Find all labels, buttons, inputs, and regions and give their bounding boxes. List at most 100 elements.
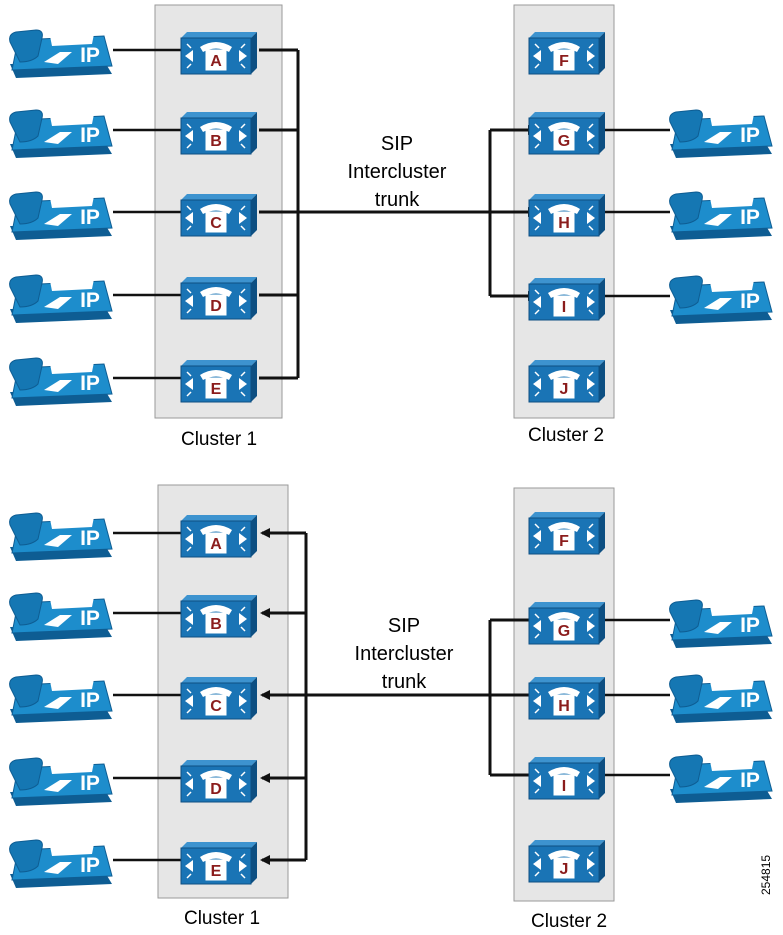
- phone-ip-label: IP: [80, 607, 100, 630]
- call-server-icon: F: [528, 32, 605, 75]
- cluster1-phones: IP IP IP IP IP: [9, 29, 113, 406]
- server-letter-label: F: [559, 533, 569, 550]
- ip-phone-icon: IP: [9, 357, 113, 406]
- ip-phone-icon: IP: [669, 754, 773, 803]
- server-letter-label: F: [559, 53, 569, 70]
- cluster2-phones: IP IP IP: [669, 599, 773, 803]
- diagram-top: SIP Intercluster trunk Cluster 1 Cluster…: [9, 4, 773, 450]
- server-letter-label: G: [558, 623, 570, 640]
- call-server-icon: B: [180, 595, 257, 638]
- call-server-icon: B: [180, 112, 257, 155]
- trunk-label-line2: Intercluster: [348, 161, 447, 183]
- server-letter-label: B: [210, 616, 222, 633]
- phone-ip-label: IP: [740, 206, 760, 229]
- server-letter-label: E: [211, 863, 222, 880]
- phone-ip-label: IP: [80, 124, 100, 147]
- call-server-icon: J: [528, 840, 605, 883]
- phone-ip-label: IP: [740, 769, 760, 792]
- phone-ip-label: IP: [80, 289, 100, 312]
- call-server-icon: H: [528, 194, 605, 237]
- ip-phone-icon: IP: [669, 674, 773, 723]
- call-server-icon: E: [180, 842, 257, 885]
- ip-phone-icon: IP: [9, 274, 113, 323]
- server-letter-label: D: [210, 298, 222, 315]
- call-server-icon: F: [528, 512, 605, 555]
- call-server-icon: J: [528, 360, 605, 403]
- cluster2-servers: F G H I J: [528, 32, 605, 403]
- ip-phone-icon: IP: [9, 592, 113, 641]
- server-letter-label: I: [562, 778, 566, 795]
- call-server-icon: A: [180, 32, 257, 75]
- cluster2-label: Cluster 2: [531, 911, 607, 932]
- phone-ip-label: IP: [80, 689, 100, 712]
- phone-links-right: [598, 618, 670, 777]
- server-letter-label: A: [210, 536, 222, 553]
- ip-phone-icon: IP: [9, 29, 113, 78]
- phone-ip-label: IP: [80, 372, 100, 395]
- diagram-bottom: SIP Intercluster trunk Cluster 1 Cluster…: [9, 484, 773, 932]
- call-server-icon: H: [528, 677, 605, 720]
- call-server-icon: I: [528, 757, 605, 800]
- trunk-label-line1: SIP: [381, 133, 413, 155]
- phone-ip-label: IP: [740, 124, 760, 147]
- trunk-label-line2: Intercluster: [355, 643, 454, 665]
- phone-ip-label: IP: [80, 44, 100, 67]
- cluster2-servers: F G H I J: [528, 512, 605, 883]
- server-letter-label: I: [562, 299, 566, 316]
- ip-phone-icon: IP: [669, 275, 773, 324]
- call-server-icon: G: [528, 112, 605, 155]
- cluster2-label: Cluster 2: [528, 425, 604, 446]
- trunk-label-line3: trunk: [382, 671, 427, 693]
- ip-phone-icon: IP: [9, 109, 113, 158]
- server-letter-label: H: [558, 698, 570, 715]
- call-server-icon: G: [528, 602, 605, 645]
- server-letter-label: G: [558, 133, 570, 150]
- ip-phone-icon: IP: [669, 599, 773, 648]
- server-letter-label: J: [560, 381, 569, 398]
- ip-phone-icon: IP: [9, 839, 113, 888]
- cluster1-servers: A B C D E: [180, 32, 257, 403]
- server-letter-label: H: [558, 215, 570, 232]
- call-server-icon: A: [180, 515, 257, 558]
- call-server-icon: D: [180, 277, 257, 320]
- cluster1-label: Cluster 1: [184, 908, 260, 929]
- phone-ip-label: IP: [740, 689, 760, 712]
- call-server-icon: E: [180, 360, 257, 403]
- phone-ip-label: IP: [80, 772, 100, 795]
- call-server-icon: C: [180, 677, 257, 720]
- call-server-icon: D: [180, 760, 257, 803]
- phone-links-left: [113, 531, 181, 862]
- call-server-icon: C: [180, 194, 257, 237]
- bus-left: [259, 48, 300, 380]
- server-letter-label: C: [210, 215, 222, 232]
- phone-ip-label: IP: [80, 206, 100, 229]
- phone-links-right: [598, 128, 670, 298]
- trunk-label-line1: SIP: [388, 615, 420, 637]
- call-server-icon: I: [528, 278, 605, 321]
- trunk-label-line3: trunk: [375, 189, 420, 211]
- ip-phone-icon: IP: [669, 109, 773, 158]
- server-letter-label: C: [210, 698, 222, 715]
- cluster2-phones: IP IP IP: [669, 109, 773, 324]
- ip-phone-icon: IP: [669, 191, 773, 240]
- figure-id: 254815: [759, 855, 773, 895]
- phone-links-left: [113, 48, 181, 380]
- ip-phone-icon: IP: [9, 674, 113, 723]
- server-letter-label: E: [211, 381, 222, 398]
- server-letter-label: A: [210, 53, 222, 70]
- cluster1-servers: A B C D E: [180, 515, 257, 885]
- ip-phone-icon: IP: [9, 512, 113, 561]
- cluster1-phones: IP IP IP IP IP: [9, 512, 113, 888]
- ip-phone-icon: IP: [9, 191, 113, 240]
- phone-ip-label: IP: [80, 854, 100, 877]
- cluster1-label: Cluster 1: [181, 429, 257, 450]
- phone-ip-label: IP: [80, 527, 100, 550]
- server-letter-label: D: [210, 781, 222, 798]
- server-letter-label: B: [210, 133, 222, 150]
- server-letter-label: J: [560, 861, 569, 878]
- phone-ip-label: IP: [740, 290, 760, 313]
- bus-right: [488, 125, 538, 301]
- ip-phone-icon: IP: [9, 757, 113, 806]
- phone-ip-label: IP: [740, 614, 760, 637]
